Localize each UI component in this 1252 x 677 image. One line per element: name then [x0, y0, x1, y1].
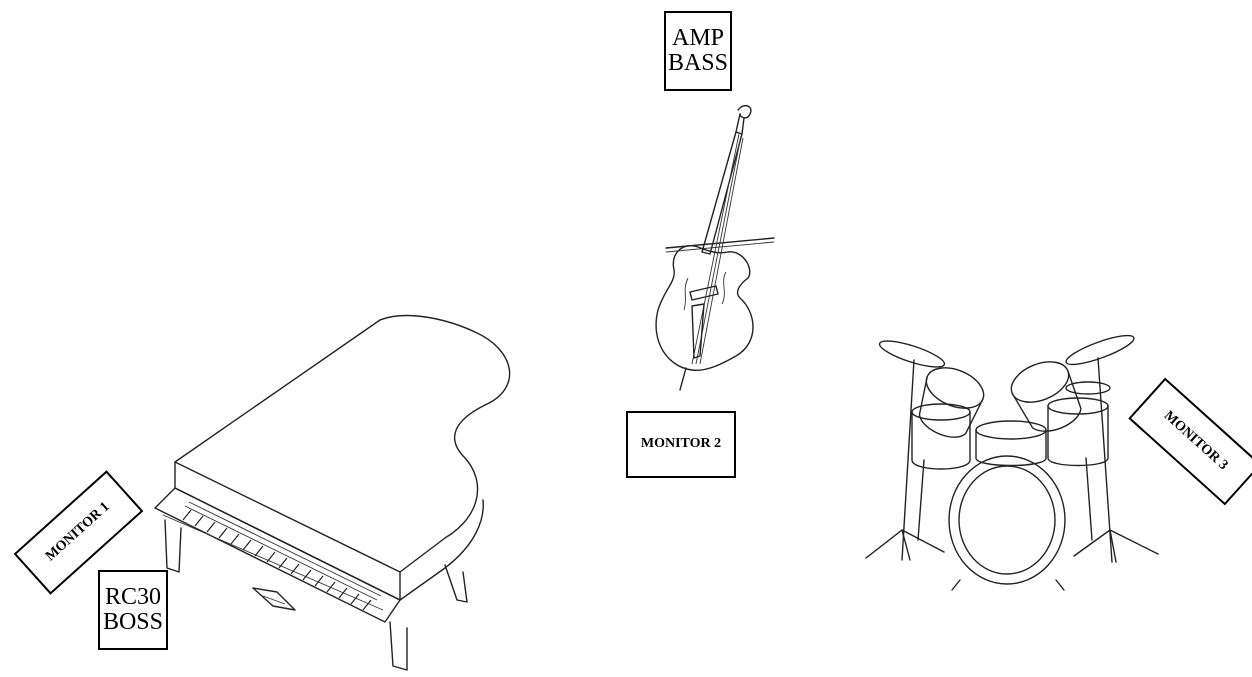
monitor-2-box: MONITOR 2 — [626, 411, 736, 478]
amp-bass-box: AMP BASS — [664, 11, 732, 91]
monitor-3-label: MONITOR 3 — [1160, 409, 1229, 474]
grand-piano-illustration — [145, 310, 520, 677]
monitor-1-label: MONITOR 1 — [44, 500, 113, 565]
double-bass-illustration — [640, 102, 775, 392]
bass-label: BASS — [668, 51, 728, 76]
monitor-2-label: MONITOR 2 — [641, 437, 721, 452]
drum-kit-illustration — [860, 330, 1170, 595]
amp-label: AMP — [672, 26, 724, 51]
